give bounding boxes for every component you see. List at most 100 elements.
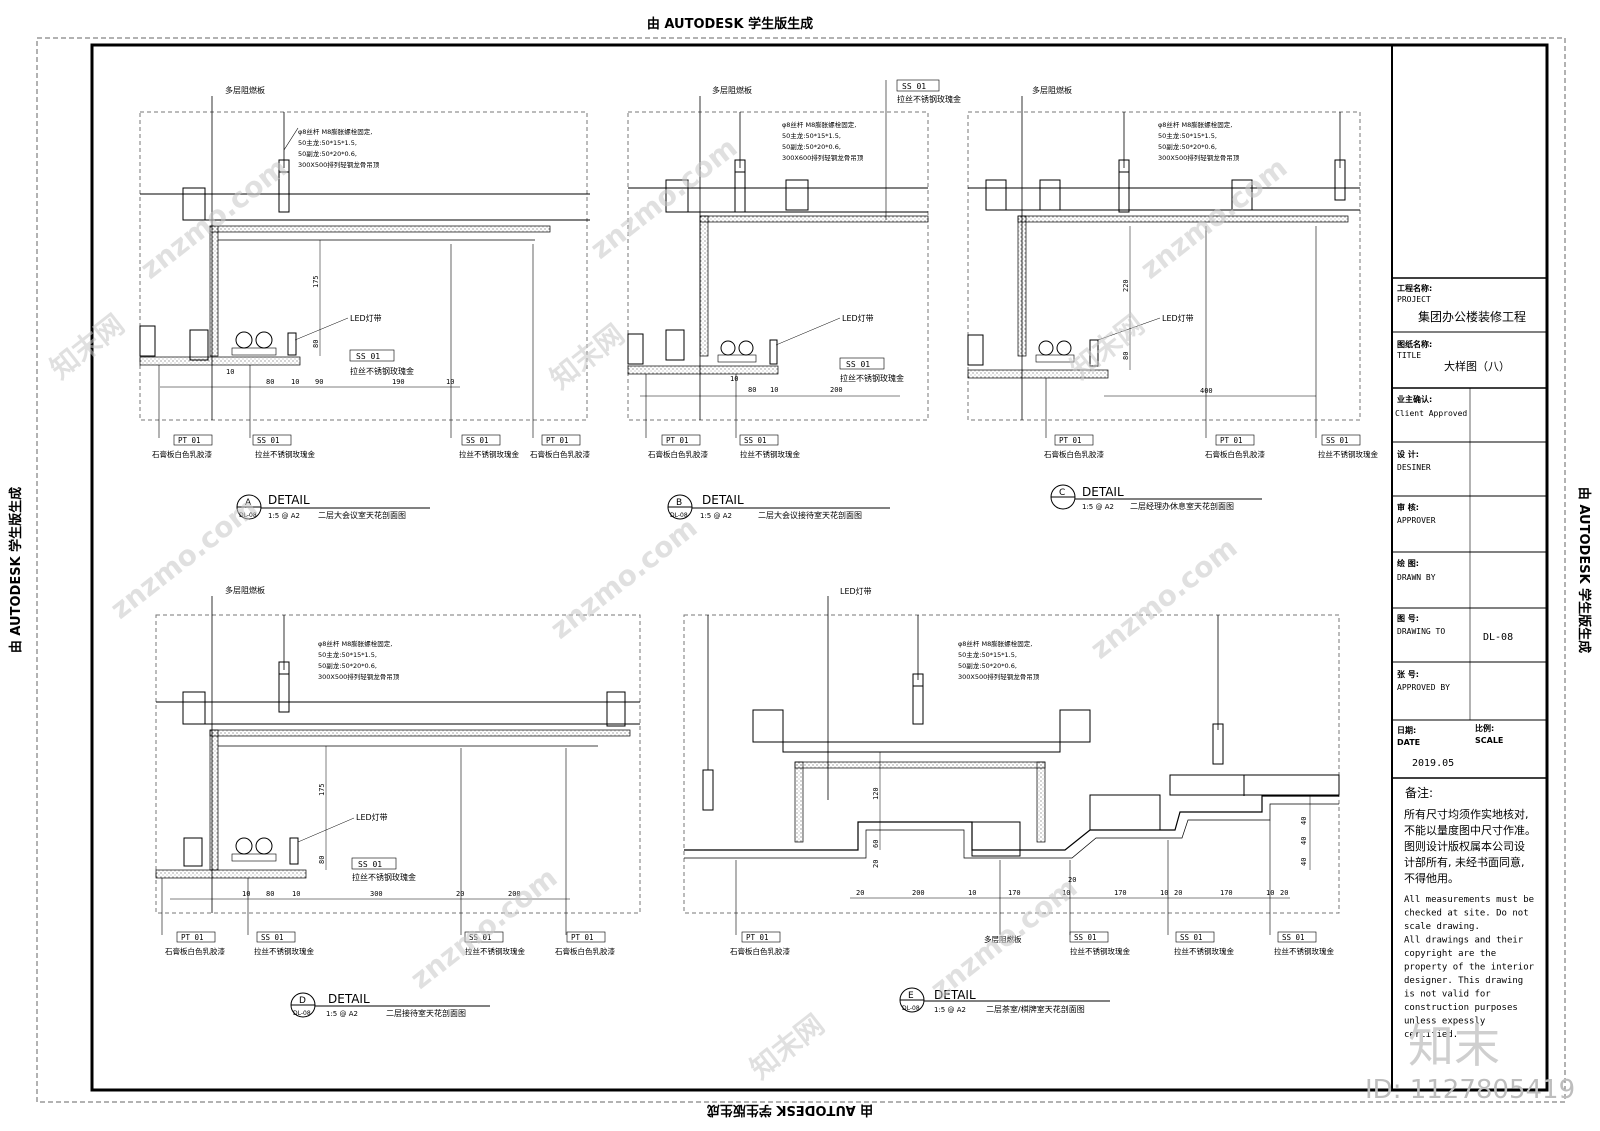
svg-text:Client Approved: Client Approved — [1395, 409, 1467, 418]
svg-text:40: 40 — [1300, 817, 1308, 825]
svg-text:10: 10 — [968, 889, 976, 897]
svg-text:比例:: 比例: — [1475, 723, 1494, 733]
svg-text:20: 20 — [1174, 889, 1182, 897]
svg-text:10: 10 — [770, 386, 778, 394]
svg-text:拉丝不锈钢玫瑰金: 拉丝不锈钢玫瑰金 — [352, 872, 416, 882]
svg-text:石膏板白色乳胶漆: 石膏板白色乳胶漆 — [730, 946, 790, 956]
svg-text:80: 80 — [318, 856, 326, 864]
svg-text:50副龙:50*20*0.6,: 50副龙:50*20*0.6, — [782, 142, 841, 151]
title-block: 工程名称: PROJECT 集团办公楼装修工程 图纸名称: TITLE 大样图（… — [1392, 277, 1547, 1040]
svg-text:LED灯带: LED灯带 — [1162, 313, 1194, 323]
svg-text:80: 80 — [266, 378, 274, 386]
svg-text:50主龙:50*15*1.5,: 50主龙:50*15*1.5, — [782, 131, 841, 140]
svg-text:20: 20 — [456, 890, 464, 898]
svg-text:多层阻燃板: 多层阻燃板 — [225, 585, 265, 595]
detail-d-title: 二层接待室天花剖面图 — [386, 1008, 466, 1018]
note-cn-line: 不能以量度图中尺寸作准。 — [1404, 823, 1536, 837]
svg-text:工程名称:: 工程名称: — [1397, 283, 1432, 293]
svg-text:DRAWN BY: DRAWN BY — [1397, 573, 1436, 582]
note-en-line: construction purposes — [1404, 1003, 1518, 1013]
svg-text:10: 10 — [1062, 889, 1070, 897]
svg-text:LED灯带: LED灯带 — [356, 812, 388, 822]
svg-text:DL-08: DL-08 — [902, 1005, 920, 1012]
svg-text:石膏板白色乳胶漆: 石膏板白色乳胶漆 — [1205, 449, 1265, 459]
detail-e: LED灯带 φ8丝杆 M8膨胀螺栓固定, 50主龙:50*15*1.5, 50副… — [683, 586, 1340, 1014]
svg-text:50主龙:50*15*1.5,: 50主龙:50*15*1.5, — [958, 650, 1017, 659]
svg-text:拉丝不锈钢玫瑰金: 拉丝不锈钢玫瑰金 — [1070, 946, 1130, 956]
svg-text:C: C — [1059, 488, 1065, 498]
svg-text:DL-08: DL-08 — [670, 512, 688, 519]
note-en-line: property of the interior — [1404, 963, 1535, 973]
svg-text:PT 01: PT 01 — [1220, 436, 1243, 445]
svg-text:20: 20 — [1068, 876, 1076, 884]
outer-dashed-frame — [36, 37, 1566, 1103]
svg-text:φ8丝杆 M8膨胀螺栓固定,: φ8丝杆 M8膨胀螺栓固定, — [318, 639, 392, 648]
banner-left: 由 AUTODESK 学生版生成 — [8, 487, 24, 653]
svg-text:SS 01: SS 01 — [1326, 436, 1349, 445]
svg-text:PT 01: PT 01 — [746, 933, 769, 942]
svg-text:拉丝不锈钢玫瑰金: 拉丝不锈钢玫瑰金 — [1318, 449, 1378, 459]
svg-text:石膏板白色乳胶漆: 石膏板白色乳胶漆 — [530, 449, 590, 459]
watermark-10: znzmo.com — [404, 861, 563, 996]
note-en-line: All drawings and their — [1404, 936, 1524, 946]
watermark-9: znzmo.com — [1084, 531, 1243, 666]
svg-text:拉丝不锈钢玫瑰金: 拉丝不锈钢玫瑰金 — [897, 94, 961, 104]
svg-text:拉丝不锈钢玫瑰金: 拉丝不锈钢玫瑰金 — [459, 449, 519, 459]
svg-text:PT 01: PT 01 — [546, 436, 569, 445]
svg-text:SS 01: SS 01 — [356, 352, 380, 361]
note-en-line: scale drawing. — [1404, 922, 1480, 932]
project-name: 集团办公楼装修工程 — [1418, 309, 1526, 324]
svg-text:SS 01: SS 01 — [744, 436, 767, 445]
svg-text:SS 01: SS 01 — [261, 933, 284, 942]
svg-text:20: 20 — [1280, 889, 1288, 897]
svg-text:80: 80 — [266, 890, 274, 898]
svg-text:设 计:: 设 计: — [1397, 449, 1419, 459]
svg-text:50副龙:50*20*0.6,: 50副龙:50*20*0.6, — [318, 661, 377, 670]
svg-text:拉丝不锈钢玫瑰金: 拉丝不锈钢玫瑰金 — [465, 946, 525, 956]
svg-text:60: 60 — [872, 840, 880, 848]
detail-e-title: 二层茶室/棋牌室天花剖面图 — [986, 1004, 1085, 1014]
svg-text:50副龙:50*20*0.6,: 50副龙:50*20*0.6, — [1158, 142, 1217, 151]
svg-text:DETAIL: DETAIL — [328, 992, 370, 1006]
svg-text:拉丝不锈钢玫瑰金: 拉丝不锈钢玫瑰金 — [840, 373, 904, 383]
svg-text:日期:: 日期: — [1397, 725, 1416, 735]
drawing-date: 2019.05 — [1412, 758, 1454, 769]
svg-text:DESINER: DESINER — [1397, 463, 1431, 472]
svg-text:SS 01: SS 01 — [902, 82, 926, 91]
svg-text:220: 220 — [1122, 279, 1130, 292]
svg-text:E: E — [908, 991, 914, 1001]
drawing-number: DL-08 — [1483, 632, 1513, 643]
detail-a: 多层阻燃板 φ8丝杆 M8膨胀螺栓固定, 50主龙:50*15*1.5, 50副… — [139, 85, 590, 520]
svg-text:拉丝不锈钢玫瑰金: 拉丝不锈钢玫瑰金 — [254, 946, 314, 956]
svg-text:PT 01: PT 01 — [178, 436, 201, 445]
svg-text:多层阻燃板: 多层阻燃板 — [1032, 85, 1072, 95]
svg-text:1:5 @ A2: 1:5 @ A2 — [934, 1006, 966, 1014]
svg-text:170: 170 — [1220, 889, 1233, 897]
svg-text:SS 01: SS 01 — [466, 436, 489, 445]
svg-text:400: 400 — [1200, 387, 1213, 395]
watermark-2: 知末网 — [44, 308, 131, 386]
svg-text:石膏板白色乳胶漆: 石膏板白色乳胶漆 — [555, 946, 615, 956]
watermark-8: znzmo.com — [544, 511, 703, 646]
svg-text:拉丝不锈钢玫瑰金: 拉丝不锈钢玫瑰金 — [1274, 946, 1334, 956]
svg-text:20: 20 — [872, 860, 880, 868]
svg-text:190: 190 — [392, 378, 405, 386]
svg-text:SS 01: SS 01 — [469, 933, 492, 942]
notes-cn: 所有尺寸均须作实地核对,不能以量度图中尺寸作准。图则设计版权属本公司设计部所有,… — [1404, 807, 1536, 885]
svg-text:PT 01: PT 01 — [666, 436, 689, 445]
svg-text:50副龙:50*20*0.6,: 50副龙:50*20*0.6, — [958, 661, 1017, 670]
svg-text:B: B — [676, 498, 682, 508]
svg-text:图 号:: 图 号: — [1397, 614, 1419, 623]
spacing-note: 300X500排列轻钢龙骨吊顶 — [298, 160, 380, 169]
svg-text:300X600排列轻钢龙骨吊顶: 300X600排列轻钢龙骨吊顶 — [782, 153, 864, 162]
note-en-line: unless expessly — [1404, 1017, 1486, 1027]
svg-text:APPROVED BY: APPROVED BY — [1397, 683, 1450, 692]
svg-text:拉丝不锈钢玫瑰金: 拉丝不锈钢玫瑰金 — [1174, 946, 1234, 956]
svg-text:SS 01: SS 01 — [1282, 933, 1305, 942]
svg-text:拉丝不锈钢玫瑰金: 拉丝不锈钢玫瑰金 — [740, 449, 800, 459]
svg-text:10: 10 — [730, 375, 738, 383]
note-cn-line: 不得他用。 — [1404, 872, 1459, 885]
watermark-logo: 知末 — [1408, 1019, 1500, 1073]
svg-text:绘 图:: 绘 图: — [1397, 558, 1419, 568]
